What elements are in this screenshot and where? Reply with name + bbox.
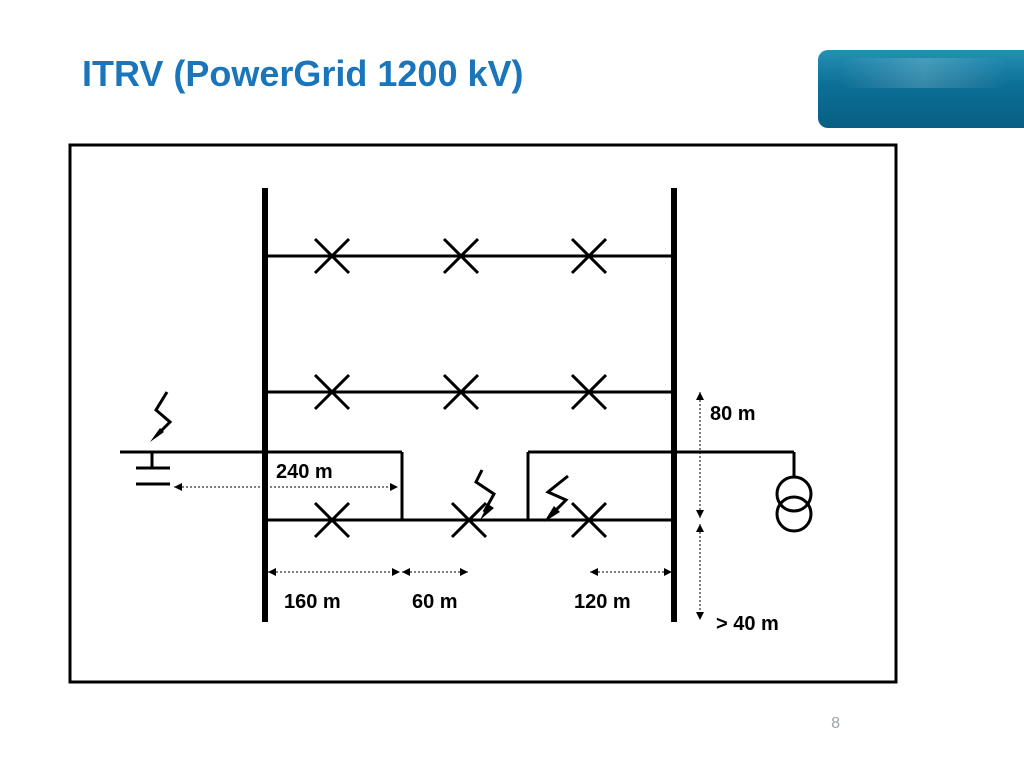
page-number: 8 [831,715,840,732]
breaker-3a [313,501,351,539]
dimension-label-80m: 80 m [710,403,756,425]
breaker-1b [442,237,480,275]
breaker-1a [313,237,351,275]
transformer-symbol [775,475,813,533]
bay-3 [265,501,674,539]
breaker-3c [570,501,608,539]
fault-icon-right [544,474,569,522]
right-feeder-line [526,450,796,520]
header-banner [818,50,1024,128]
dimension-label-160m: 160 m [284,591,341,613]
diagram-border [68,143,898,684]
breaker-3b [450,501,488,539]
fault-icon-left [150,391,173,442]
bay-2 [265,373,674,411]
breaker-2a [313,373,351,411]
breaker-2c [570,373,608,411]
dimension-label-120m: 120 m [574,591,631,613]
dimension-label-60m: 60 m [412,591,458,613]
fault-icon-middle [474,469,496,520]
left-feeder-line [120,450,404,520]
dimension-label-240m: 240 m [276,461,333,483]
dimension-label-40m: > 40 m [716,613,779,635]
breaker-1c [570,237,608,275]
bay-1 [265,237,674,275]
breaker-2b [442,373,480,411]
slide-title: ITRV (PowerGrid 1200 kV) [82,53,524,94]
capacitor-symbol [136,452,170,486]
